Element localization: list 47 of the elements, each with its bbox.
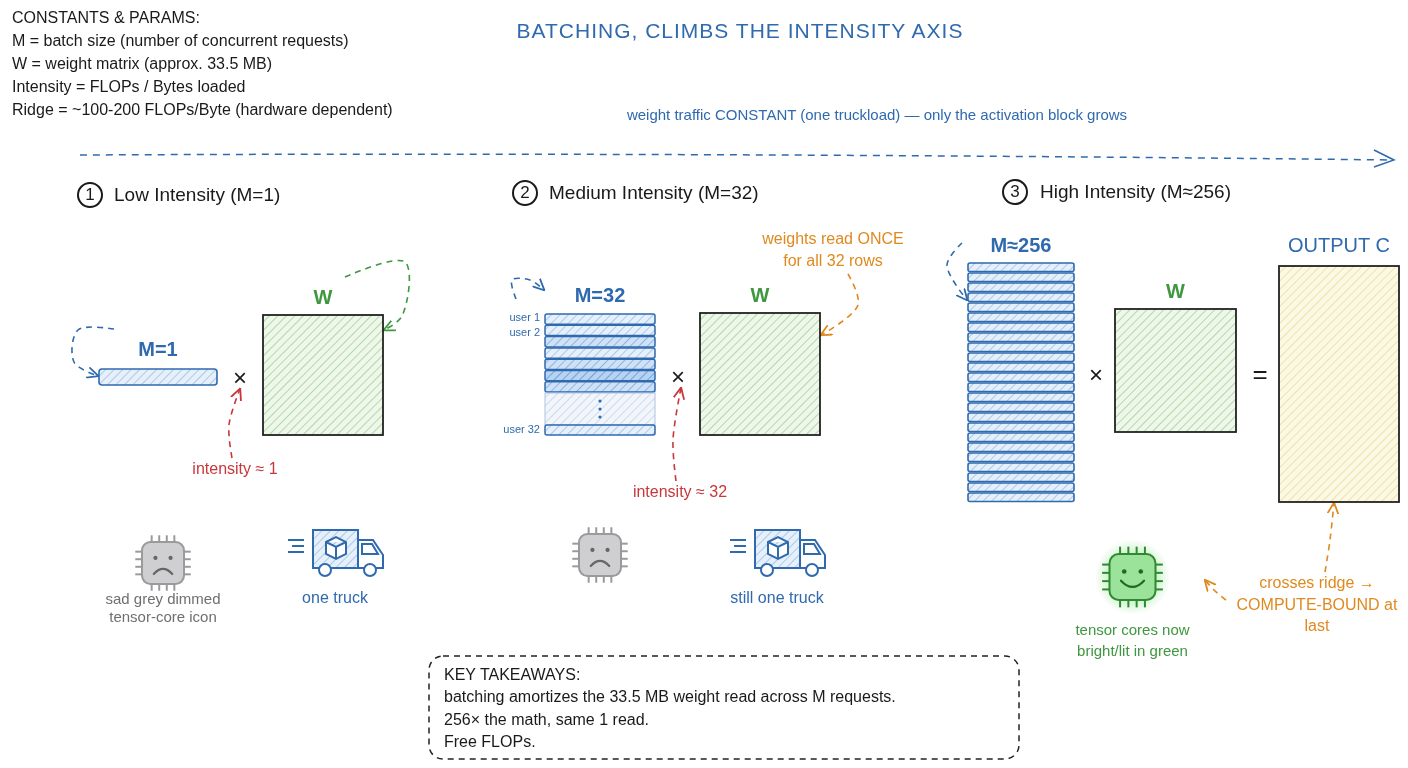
dashed-arrow — [510, 277, 546, 300]
step-number: 2 — [512, 180, 538, 206]
multiply-sign: × — [671, 362, 685, 392]
matrix-label: W — [313, 285, 333, 309]
constants-heading: CONSTANTS & PARAMS: — [12, 8, 200, 28]
dashed-arrow — [1203, 578, 1227, 601]
dashed-arrow — [228, 387, 242, 459]
matrix-label: W — [1166, 279, 1185, 303]
takeaway-text: 256× the math, same 1 read. — [444, 709, 650, 730]
matrix-label: M=32 — [574, 283, 626, 307]
row-label: user 1 — [509, 311, 540, 325]
constant-definition: W = weight matrix (approx. 33.5 MB) — [12, 54, 273, 74]
matrix-label: M≈256 — [990, 233, 1052, 257]
annotation: weights read ONCE for all 32 rows — [761, 229, 905, 271]
multiply-sign: × — [233, 363, 247, 393]
row-label: user 32 — [503, 423, 540, 437]
matrix-label: OUTPUT C — [1288, 233, 1390, 257]
section-heading: Medium Intensity (M=32) — [549, 181, 759, 205]
takeaway-text: batching amortizes the 33.5 MB weight read across M requests. — [444, 687, 896, 708]
dashed-arrow — [946, 242, 969, 302]
annotation: intensity ≈ 32 — [631, 482, 729, 502]
icon-caption: one truck — [302, 588, 368, 608]
annotation: crosses ridge → COMPUTE-BOUND at last — [1235, 573, 1399, 637]
dashed-arrow — [672, 386, 686, 482]
dashed-arrow — [344, 259, 411, 332]
constant-definition: Ridge = ~100-200 FLOPs/Byte (hardware dependent) — [12, 100, 393, 120]
section-heading: Low Intensity (M=1) — [114, 183, 281, 207]
step-number: 1 — [77, 182, 103, 208]
section-heading: High Intensity (M≈256) — [1040, 180, 1231, 204]
axis-caption: weight traffic CONSTANT (one truckload) — only the activation block grows — [626, 106, 1128, 124]
equals-sign: = — [1252, 359, 1268, 391]
multiply-sign: × — [1089, 360, 1103, 390]
icon-caption: tensor cores now bright/lit in green — [1074, 620, 1191, 661]
dashed-arrow — [71, 326, 115, 379]
constant-definition: Intensity = FLOPs / Bytes loaded — [12, 77, 246, 97]
takeaway-text: Free FLOPs. — [444, 732, 537, 753]
constant-definition: M = batch size (number of concurrent requests) — [12, 31, 349, 51]
annotation: intensity ≈ 1 — [191, 459, 279, 479]
dashed-arrow — [1324, 501, 1340, 573]
icon-caption: still one truck — [730, 588, 824, 608]
takeaway-text: KEY TAKEAWAYS: — [444, 665, 582, 685]
diagram-title: BATCHING, CLIMBS THE INTENSITY AXIS — [516, 18, 964, 44]
step-number: 3 — [1002, 179, 1028, 205]
matrix-label: M=1 — [138, 337, 178, 361]
icon-caption: sad grey dimmed tensor-core icon — [104, 590, 222, 626]
row-label: user 2 — [509, 326, 540, 340]
matrix-label: W — [750, 283, 770, 307]
